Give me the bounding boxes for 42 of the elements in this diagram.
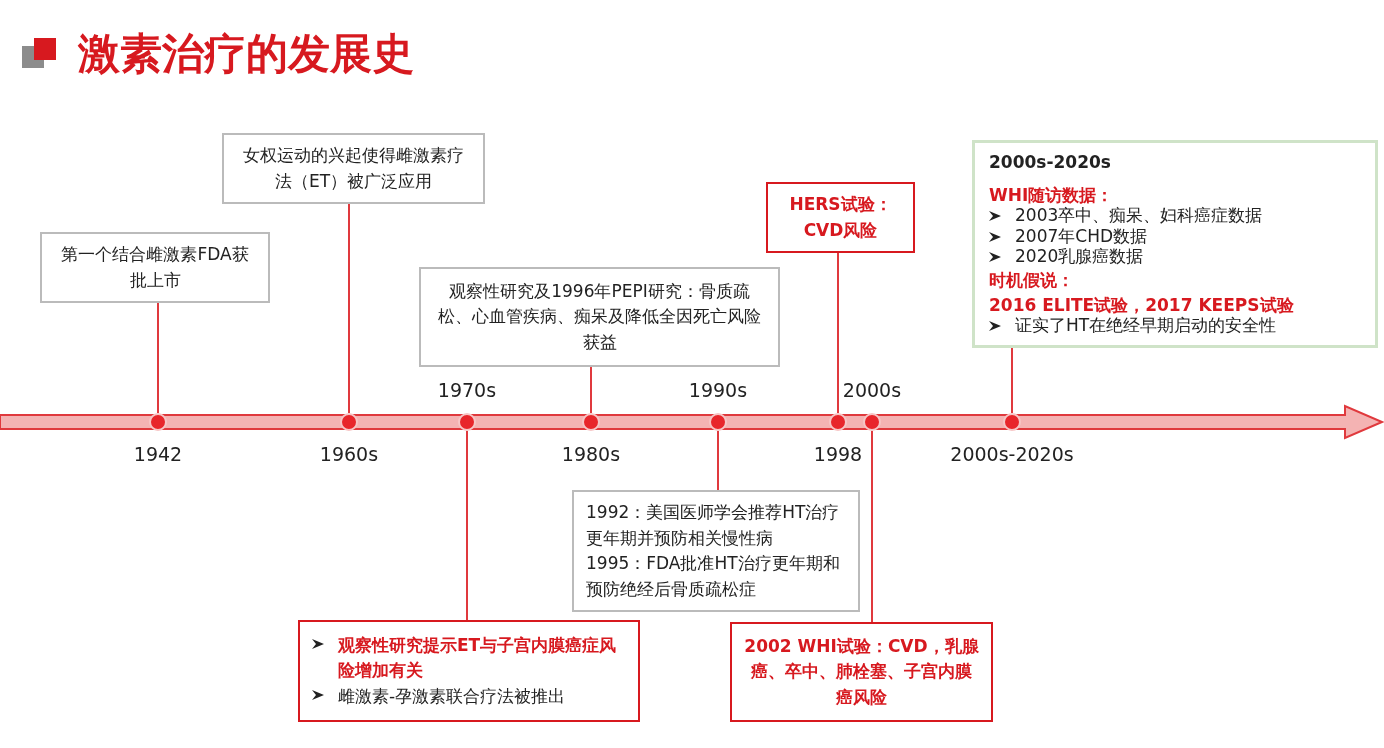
event-box xyxy=(572,490,860,612)
connector-line xyxy=(871,430,873,623)
year-label: 1942 xyxy=(132,443,184,465)
year-label: 2000s-2020s xyxy=(949,443,1075,465)
bullet-text: 雌激素-孕激素联合疗法被推出 xyxy=(338,684,566,708)
event-text: WHI随访数据： xyxy=(989,184,1115,206)
connector-line xyxy=(157,302,159,414)
event-box xyxy=(298,620,640,722)
event-box xyxy=(419,267,780,367)
connector-line xyxy=(348,203,350,414)
connector-line xyxy=(1011,347,1013,414)
year-label: 1980s xyxy=(560,443,622,465)
connector-line xyxy=(466,430,468,621)
connector-line xyxy=(590,366,592,414)
event-text: 2016 ELITE试验，2017 KEEPS试验 xyxy=(989,294,1295,316)
connector-line xyxy=(837,252,839,414)
year-label: 2000s xyxy=(841,379,903,401)
event-text: 女权运动的兴起使得雌激素疗法（ET）被广泛应用 xyxy=(242,144,465,193)
event-text: HERS试验：CVD风险 xyxy=(788,193,893,242)
event-box xyxy=(730,622,993,722)
event-box xyxy=(766,182,915,253)
bullet-text: 2020乳腺癌数据 xyxy=(1015,246,1144,267)
event-text: 2002 WHI试验：CVD，乳腺癌、卒中、肺栓塞、子宫内膜癌风险 xyxy=(744,634,979,709)
event-text: 2000s-2020s xyxy=(989,152,1112,173)
year-label: 1970s xyxy=(436,379,498,401)
event-box xyxy=(222,133,485,204)
event-text: 观察性研究及1996年PEPI研究：骨质疏松、心血管疾病、痴呆及降低全因死亡风险获益 xyxy=(437,279,762,354)
bullet-text: 证实了HT在绝经早期启动的安全性 xyxy=(1015,315,1277,336)
bullet-text: 2007年CHD数据 xyxy=(1015,225,1147,246)
year-label: 1990s xyxy=(687,379,749,401)
title: 激素治疗的发展史 xyxy=(78,28,414,80)
connector-line xyxy=(717,430,719,491)
year-label: 1960s xyxy=(318,443,380,465)
bullet-text: 观察性研究提示ET与子宫内膜癌症风险增加有关 xyxy=(338,633,618,683)
year-label: 1998 xyxy=(812,443,864,465)
event-text: 1995：FDA批准HT治疗更年期和预防绝经后骨质疏松症 xyxy=(586,552,841,601)
bullet-text: 2003卒中、痴呆、妇科癌症数据 xyxy=(1015,205,1263,226)
event-text: 时机假说： xyxy=(989,270,1075,291)
event-box xyxy=(972,140,1378,348)
event-text: 1992：美国医师学会推荐HT治疗更年期并预防相关慢性病 xyxy=(586,501,841,550)
event-box xyxy=(40,232,270,303)
event-text: 第一个结合雌激素FDA获批上市 xyxy=(60,243,250,292)
